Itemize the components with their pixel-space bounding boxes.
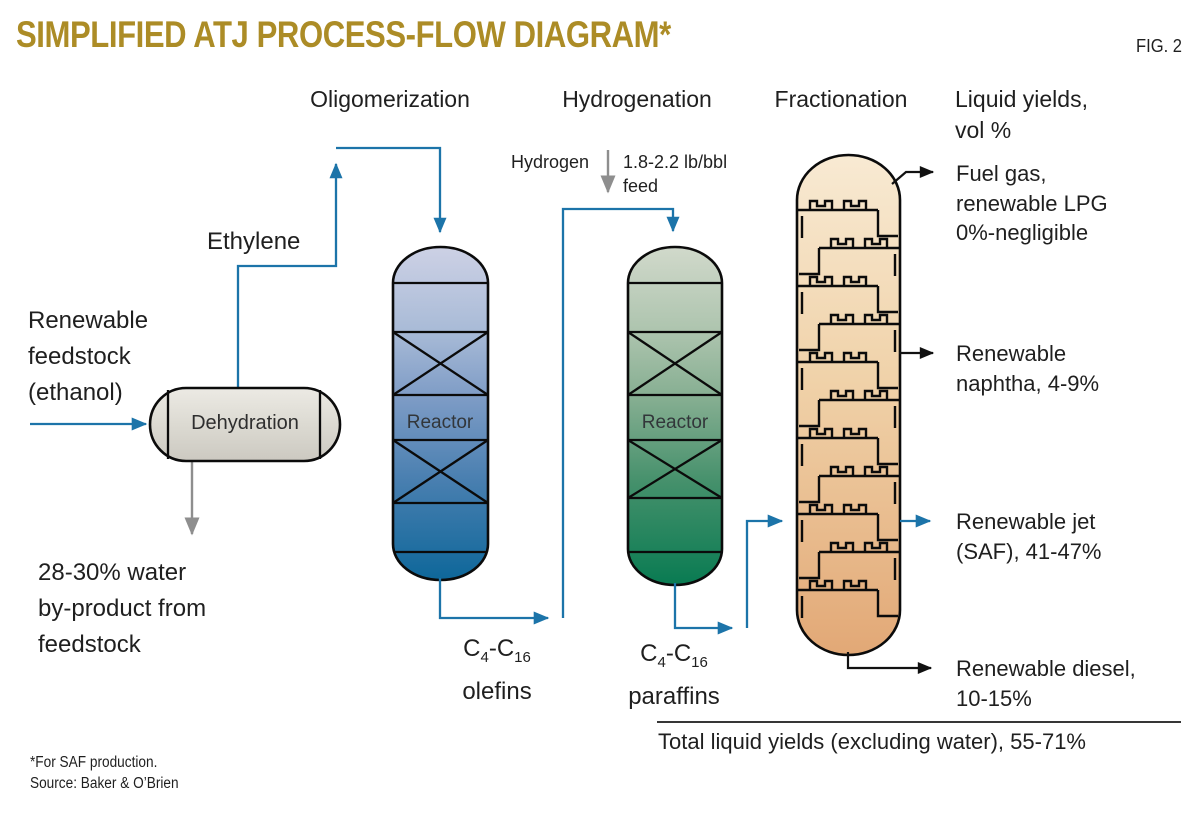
reactor1-label: Reactor [406,412,474,433]
hydrogen-label: Hydrogen [511,152,590,172]
yield-fuel-gas: Fuel gas, renewable LPG 0%-negligible [956,161,1108,245]
reactor2-label: Reactor [641,412,709,433]
header-fractionation: Fractionation [774,86,908,112]
water-byproduct-label: 28-30% water by-product from feedstock [38,559,207,658]
ethylene-pipe [236,146,447,388]
feedstock-label: Renewable feedstock (ethanol) [28,307,149,406]
paraffins-pipe [673,514,784,635]
fractionation-column [795,153,902,657]
total-liquid-yields: Total liquid yields (excluding water), 5… [658,729,1086,754]
header-liquid-yields-line2: vol % [955,117,1012,143]
hydrogenation-reactor-vessel [626,245,724,587]
yield-diesel: Renewable diesel, 10-15% [956,656,1136,711]
yield-jet: Renewable jet (SAF), 41-47% [956,509,1102,564]
footnote-saf: *For SAF production. [30,754,158,771]
header-hydrogenation: Hydrogenation [562,86,712,112]
oligomerization-reactor-vessel [391,245,490,582]
header-oligomerization: Oligomerization [310,86,470,112]
diesel-arrow [846,652,933,674]
page-title: SIMPLIFIED ATJ PROCESS-FLOW DIAGRAM* [16,14,671,55]
olefins-label: C4-C16 olefins [462,635,532,705]
dehydration-label: Dehydration [191,412,299,434]
olefins-pipe [438,207,680,625]
yield-naphtha: Renewable naphtha, 4-9% [956,341,1100,396]
hydrogen-rate-label: 1.8-2.2 lb/bbl feed [623,152,728,196]
dehydration-vessel [148,386,342,463]
header-liquid-yields: Liquid yields, vol % [955,84,1088,146]
footnotes: *For SAF production. Source: Baker & O’B… [30,752,179,794]
fuel-gas-arrow [891,166,935,185]
column-trays [798,199,899,618]
ethylene-label: Ethylene [207,228,301,255]
paraffins-label: C4-C16 paraffins [628,640,720,710]
footnote-source: Source: Baker & O’Brien [30,775,179,792]
header-liquid-yields-line1: Liquid yields, [955,86,1088,112]
figure-number: FIG. 2 [1135,36,1182,56]
